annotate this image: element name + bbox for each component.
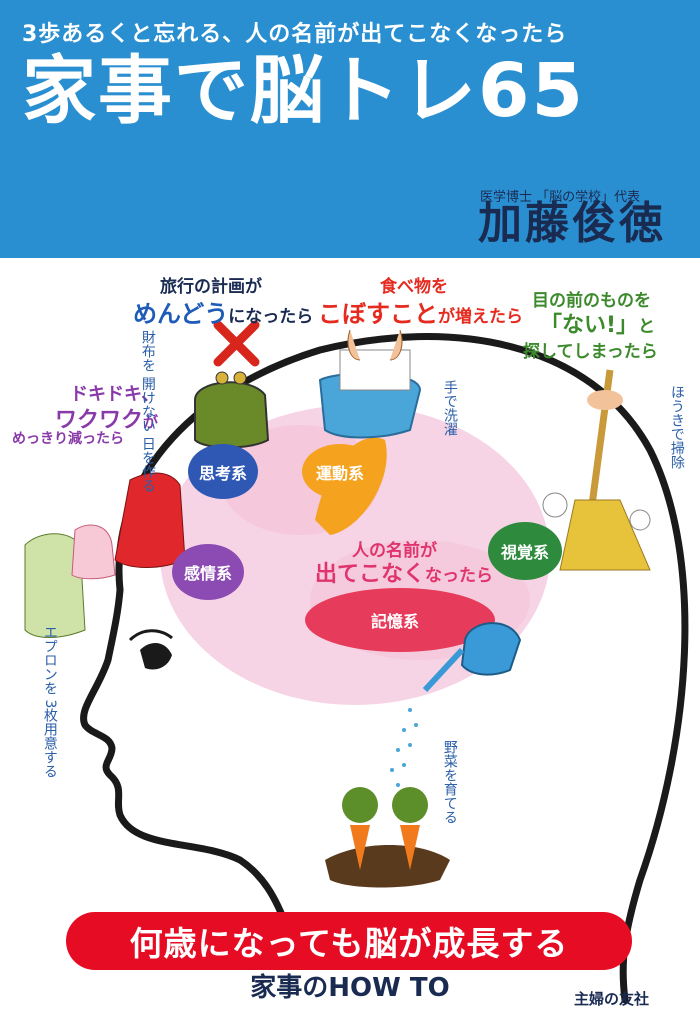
caption-travel-line1: 旅行の計画が [160, 277, 262, 297]
caption-doki-line3: めっきり減ったら [12, 431, 124, 447]
caption-doki-em: ワクワク [55, 408, 144, 433]
wash-basin-icon [318, 329, 422, 439]
purse-icon [194, 371, 270, 449]
tip-apron: エプロンを 3枚用意する [41, 625, 58, 779]
cover-header [0, 0, 700, 258]
author-name: 加藤俊徳 [478, 198, 666, 249]
eye [140, 643, 172, 670]
watering-can-icon [390, 622, 522, 787]
eyebrow [128, 629, 173, 642]
vegetable-pot-icon [325, 787, 450, 888]
memory-area-shape [305, 588, 495, 652]
tip-wallet: 財布を 開けない 日を作る [139, 330, 156, 493]
caption-doki-line2: ワクワクが [55, 402, 158, 434]
caption-doki-line1: ドキドキ、 [70, 384, 160, 405]
author-role: 医学博士 「脳の学校」代表 [480, 190, 641, 205]
tagline-sub: 家事のHOW TO [250, 973, 450, 1003]
cross-mark-icon [213, 320, 260, 367]
caption-food-line1: 食べ物を [380, 277, 448, 297]
caption-eyes-line2: 「ない!」と [540, 307, 655, 339]
brain-area-emotion: 感情系 [172, 544, 244, 600]
caption-food-line2: こぼすことが増えたら [318, 294, 523, 329]
caption-food-rest: が増えたら [438, 307, 523, 327]
tip-veg: 野菜を育てる [441, 740, 458, 824]
tip-broom: ほうきで掃除 [668, 385, 685, 469]
brain-area-motor: 運動系 [302, 444, 378, 499]
caption-travel-em: めんどう [133, 300, 229, 328]
caption-food-em: こぼすこと [318, 300, 438, 328]
publisher-name: 主婦の友社 [574, 990, 650, 1008]
caption-eyes-rest: と [638, 317, 656, 337]
brain-area-visual: 視覚系 [488, 522, 562, 580]
tagline-banner: 何歳になっても脳が成長する [66, 912, 632, 970]
cover-subtitle: 3歩あるくと忘れる、人の名前が出てこなくなったら [22, 22, 568, 47]
caption-doki-rest: が [143, 413, 159, 431]
caption-eyes-em: 「ない!」 [540, 313, 639, 338]
caption-travel-rest: になったら [228, 307, 314, 327]
caption-names-em: 出てこなく [315, 562, 426, 587]
cover-title: 家事で脳トレ65 [22, 48, 585, 134]
tip-handwash: 手で洗濯 [441, 380, 458, 436]
caption-eyes-line1: 目の前のものを [532, 291, 651, 311]
brain-area-thinking: 思考系 [188, 444, 258, 499]
caption-names-line2: 出てこなくなったら [315, 556, 493, 588]
brain-area-memory: 記憶系 [370, 612, 419, 631]
caption-names-line1: 人の名前が [352, 541, 437, 561]
caption-travel-line2: めんどうになったら [133, 294, 313, 329]
apron-icon [24, 472, 186, 638]
broom-icon [542, 369, 651, 571]
face-profile [80, 586, 294, 939]
caption-eyes-line3: 探してしまったら [523, 342, 658, 362]
caption-names-rest: なったら [425, 566, 494, 586]
